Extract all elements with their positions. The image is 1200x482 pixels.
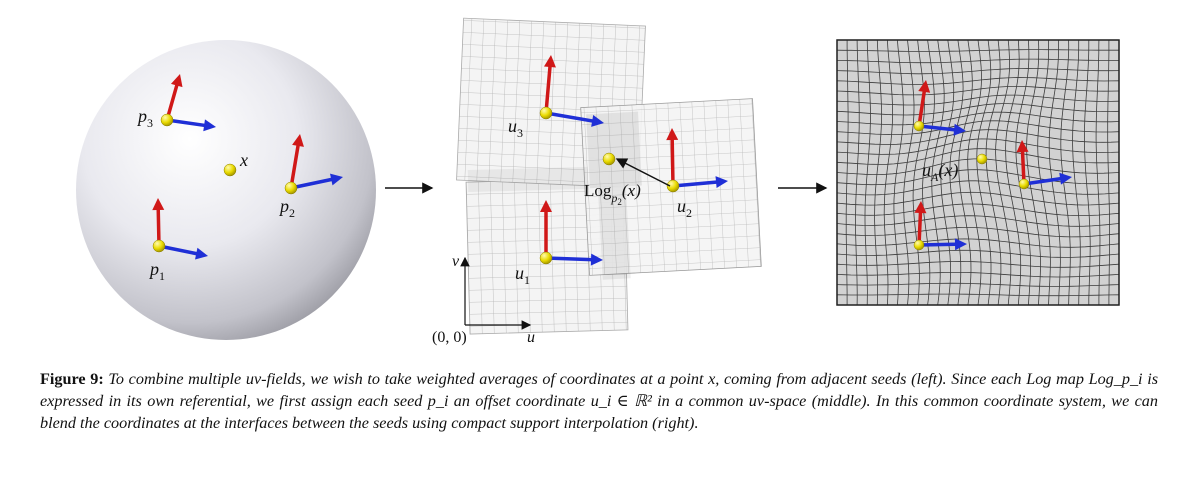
u3-frame-blue-arrow [544,111,594,123]
rB-frame-red-arrow [1020,150,1026,186]
rC-frame-red-arrow [917,211,923,247]
p2-frame-blue-arrow-head [330,173,343,186]
rA-frame-blue-arrow-head [953,123,966,136]
warp-grid-line [836,120,1120,135]
figure-9: p3 p2 p1 x u v (0, 0) u3 u2 u1 Logp2(x) [76,17,1120,346]
log-map-arrow [615,158,671,187]
p2-frame-point [284,181,298,195]
u3-frame-red-arrow [544,65,552,115]
u1-frame-blue-arrow-head [590,253,603,266]
warped-grid [836,39,1120,306]
caption-label: Figure 9: [40,370,104,388]
u3-label: u3 [508,116,523,140]
rA-frame-red-arrow [917,90,926,128]
u2-frame-point [666,179,680,193]
p1-frame-blue-arrow [157,244,198,256]
rA-frame-blue-arrow [917,124,956,132]
origin-label: (0, 0) [432,329,467,346]
uA-label: uA(x) [922,160,958,184]
p2-label: p2 [278,196,295,220]
log-target-point [602,152,616,166]
warp-grid-line [836,260,1120,268]
warp-grid-line [836,227,1120,238]
warp-grid-line [836,77,1120,85]
right-panel-blended: uA(x) [836,39,1120,306]
warp-grid-line [836,103,1120,116]
overlap-region [467,166,589,193]
rC-frame-red-arrow-head [914,201,927,214]
log-label: Logp2(x) [584,181,641,207]
warp-grid-line [836,49,1119,52]
warp-grid-line [836,129,1120,145]
p1-label: p1 [148,259,165,283]
u2-frame-red-arrow-head [666,128,679,141]
u1-frame-point [539,251,553,265]
warp-grid-line [836,272,1120,278]
sphere [76,40,376,340]
u1-frame-blue-arrow [544,256,593,262]
warp-grid-line [836,111,1120,126]
rC-frame-blue-arrow [917,242,957,247]
figure-caption: Figure 9: To combine multiple uv-fields,… [40,368,1158,434]
u3-frame-blue-arrow-head [591,115,604,127]
left-panel-sphere: p3 p2 p1 x [76,40,376,340]
rB-frame-blue-arrow-head [1059,172,1072,185]
u2-label: u2 [677,196,692,220]
warp-grid-line [836,58,1120,64]
warp-grid-line [836,169,1120,186]
v-axis-label: v [452,253,460,270]
warp-grid-line [836,282,1120,287]
p1-frame-point [152,239,166,253]
u1-label: u1 [515,263,530,287]
x-point [223,163,237,177]
rB-frame-red-arrow-head [1016,140,1029,153]
middle-panel-uv-space: u v (0, 0) u3 u2 u1 Logp2(x) [432,17,762,346]
rB-frame-blue-arrow [1022,176,1062,186]
rC-frame-point [913,239,925,251]
rA-frame-point [913,120,925,132]
p3-label: p3 [136,106,153,130]
warp-grid-line [836,158,1120,175]
p2-frame-red-arrow-head [292,134,304,147]
warp-grid-line [836,249,1120,258]
p3-frame-red-arrow-head [170,74,183,88]
p3-frame-point [160,113,174,127]
p2-frame-red-arrow [289,144,300,190]
u2-frame-red-arrow [670,138,675,188]
warp-grid-line [836,94,1120,106]
warp-grid-line [836,86,1120,96]
uA-point [976,153,988,165]
p1-frame-red-arrow-head [152,198,165,211]
u2-frame-blue-arrow-head [715,176,728,189]
rB-frame-point [1018,178,1030,190]
u3-frame-point [539,106,553,120]
p3-frame-blue-arrow-head [203,119,216,132]
x-label: x [239,150,248,170]
warp-grid-line [836,215,1120,227]
overlap-region [597,186,631,280]
warp-grid-line [836,293,1120,297]
p1-frame-blue-arrow-head [195,247,208,260]
p2-frame-blue-arrow [289,177,334,190]
u3-frame-red-arrow-head [543,55,556,68]
u-axis-label: u [527,329,535,346]
warp-grid-line [836,138,1120,155]
warp-grid-line [836,191,1120,206]
warp-grid-line [836,67,1120,75]
rA-frame-red-arrow-head [918,80,931,93]
warp-grid-line [836,180,1120,196]
u1-frame-red-arrow-head [540,200,552,212]
rC-frame-blue-arrow-head [954,238,967,251]
u2-frame-blue-arrow [671,180,718,188]
warp-grid-line [836,203,1120,216]
overlap-region [586,111,642,189]
warp-grid-line [836,238,1120,248]
caption-text: To combine multiple uv-fields, we wish t… [40,370,1159,432]
warp-grid-line [836,148,1120,165]
